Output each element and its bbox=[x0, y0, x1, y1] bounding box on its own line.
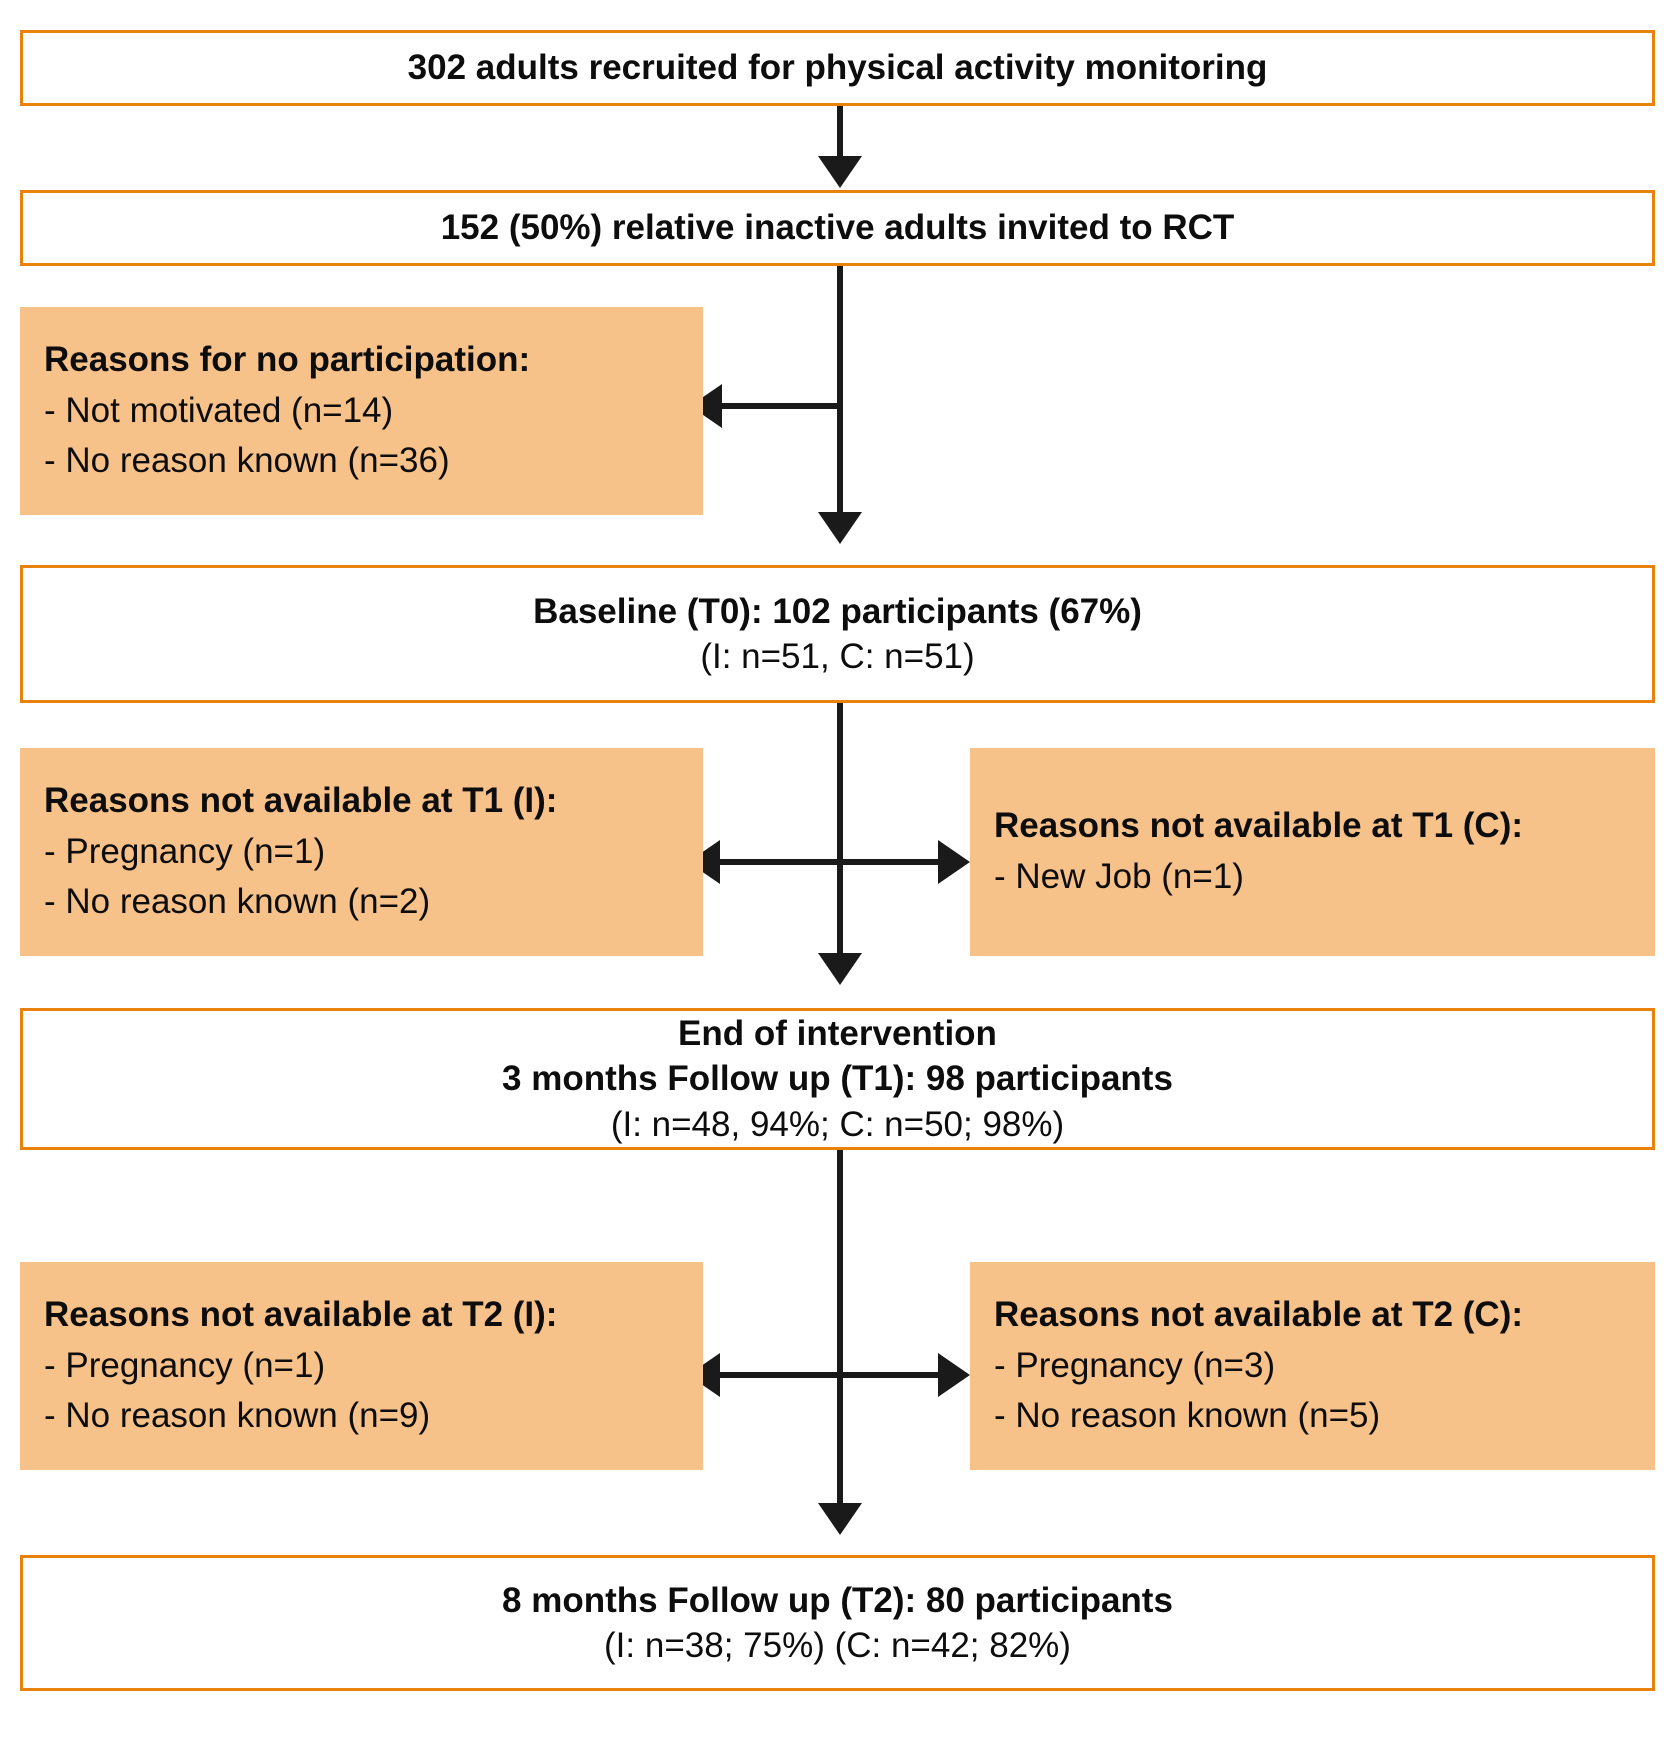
t2-control-reasons-heading: Reasons not available at T2 (C): bbox=[994, 1294, 1524, 1334]
t1-intervention-reasons-item-2: - No reason known (n=2) bbox=[44, 882, 431, 922]
node-recruited-line-1: 302 adults recruited for physical activi… bbox=[407, 48, 1268, 88]
arrowhead-t1-to-t2 bbox=[818, 1503, 862, 1535]
no-participation-item-2: - No reason known (n=36) bbox=[44, 441, 450, 481]
node-t2-followup-line-1: 8 months Follow up (T2): 80 participants bbox=[502, 1580, 1173, 1620]
t2-control-reasons-item-2: - No reason known (n=5) bbox=[994, 1396, 1381, 1436]
node-end-of-intervention-line-2: 3 months Follow up (T1): 98 participants bbox=[502, 1059, 1173, 1099]
node-baseline: Baseline (T0): 102 participants (67%) (I… bbox=[20, 565, 1655, 703]
arrowhead-invited-to-baseline bbox=[818, 512, 862, 544]
t2-control-reasons-item-1: - Pregnancy (n=3) bbox=[994, 1345, 1276, 1385]
node-invited: 152 (50%) relative inactive adults invit… bbox=[20, 190, 1655, 266]
node-recruited: 302 adults recruited for physical activi… bbox=[20, 30, 1655, 106]
t2-intervention-reasons-heading: Reasons not available at T2 (I): bbox=[44, 1294, 558, 1334]
connector-invited-to-baseline bbox=[837, 266, 843, 514]
node-no-participation-reasons: Reasons for no participation: - Not moti… bbox=[20, 307, 703, 515]
node-t1-intervention-reasons: Reasons not available at T1 (I): - Pregn… bbox=[20, 748, 703, 956]
connector-t1-reasons bbox=[718, 859, 956, 865]
t1-control-reasons-heading: Reasons not available at T1 (C): bbox=[994, 806, 1524, 846]
t2-intervention-reasons-item-1: - Pregnancy (n=1) bbox=[44, 1345, 326, 1385]
node-end-of-intervention-line-3: (I: n=48, 94%; C: n=50; 98%) bbox=[610, 1104, 1065, 1144]
t1-intervention-reasons-heading: Reasons not available at T1 (I): bbox=[44, 780, 558, 820]
arrowhead-t1-control-reasons bbox=[938, 840, 970, 884]
no-participation-item-1: - Not motivated (n=14) bbox=[44, 390, 394, 430]
node-baseline-line-1: Baseline (T0): 102 participants (67%) bbox=[533, 591, 1142, 631]
arrowhead-recruited-to-invited bbox=[818, 156, 862, 188]
node-t1-control-reasons: Reasons not available at T1 (C): - New J… bbox=[970, 748, 1655, 956]
connector-recruited-to-invited bbox=[837, 106, 843, 158]
arrowhead-t2-control-reasons bbox=[938, 1353, 970, 1397]
t2-intervention-reasons-item-2: - No reason known (n=9) bbox=[44, 1396, 431, 1436]
connector-to-no-participation bbox=[720, 403, 840, 409]
no-participation-heading: Reasons for no participation: bbox=[44, 339, 531, 379]
t1-intervention-reasons-item-1: - Pregnancy (n=1) bbox=[44, 831, 326, 871]
node-t2-control-reasons: Reasons not available at T2 (C): - Pregn… bbox=[970, 1262, 1655, 1470]
node-invited-line-1: 152 (50%) relative inactive adults invit… bbox=[440, 208, 1235, 248]
connector-t2-reasons bbox=[718, 1372, 956, 1378]
node-end-of-intervention-line-1: End of intervention bbox=[678, 1013, 997, 1053]
arrowhead-baseline-to-t1 bbox=[818, 953, 862, 985]
node-baseline-line-2: (I: n=51, C: n=51) bbox=[700, 637, 975, 676]
connector-t1-to-t2 bbox=[837, 1150, 843, 1505]
node-t2-intervention-reasons: Reasons not available at T2 (I): - Pregn… bbox=[20, 1262, 703, 1470]
connector-baseline-to-t1 bbox=[837, 703, 843, 955]
node-t2-followup: 8 months Follow up (T2): 80 participants… bbox=[20, 1555, 1655, 1691]
node-end-of-intervention: End of intervention 3 months Follow up (… bbox=[20, 1008, 1655, 1150]
t1-control-reasons-item-1: - New Job (n=1) bbox=[994, 857, 1244, 896]
node-t2-followup-line-2: (I: n=38; 75%) (C: n=42; 82%) bbox=[604, 1626, 1071, 1665]
